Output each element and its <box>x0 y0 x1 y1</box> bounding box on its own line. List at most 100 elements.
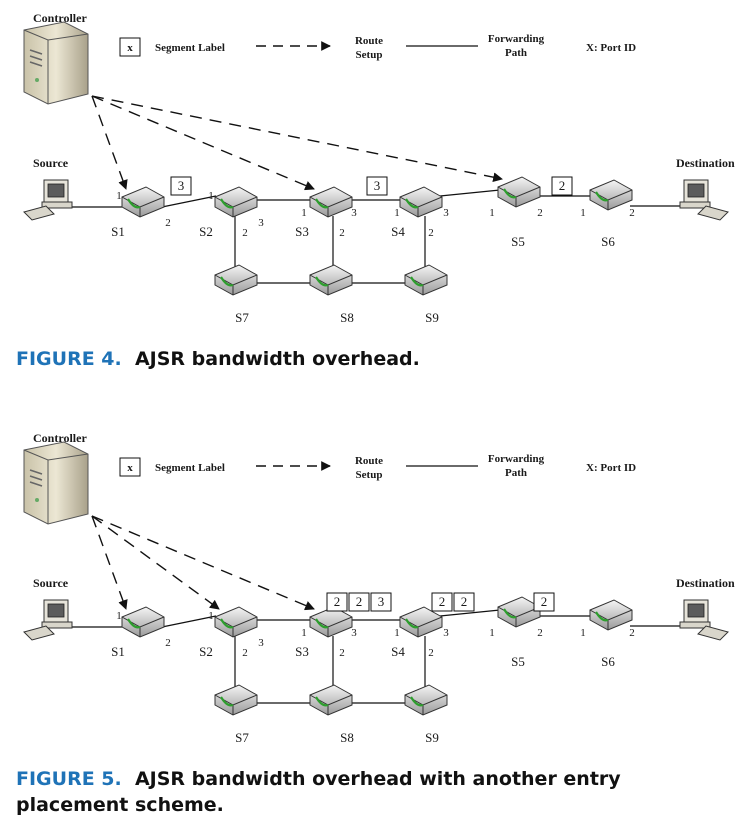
destination-computer-icon-screen <box>687 603 705 618</box>
segment-label-value: 2 <box>334 594 341 609</box>
links <box>70 609 680 704</box>
legend-forwarding-line1: Forwarding <box>488 33 545 45</box>
segment-label-box <box>170 176 192 196</box>
source-computer-icon-keyboard <box>23 625 55 641</box>
switch-s7-icon-led <box>220 276 234 287</box>
port-label: 1 <box>208 190 214 202</box>
switch-s2-icon-body <box>214 186 258 218</box>
switch-s9-icon-body <box>404 684 448 716</box>
route-setup-arrow-s3 <box>91 515 315 611</box>
port-label: 1 <box>394 627 400 639</box>
switch-label-s3: S3 <box>295 644 309 659</box>
legend-forwarding-line2: Path <box>505 467 527 479</box>
switch-label-s4: S4 <box>391 644 405 659</box>
switch-label-s6: S6 <box>601 234 615 249</box>
switch-s4-icon <box>399 186 443 218</box>
controller-server-icon <box>23 441 89 525</box>
port-label: 1 <box>489 627 495 639</box>
switch-s5-icon-led <box>503 188 517 199</box>
switch-label-s2: S2 <box>199 224 213 239</box>
legend-label-box <box>119 37 141 57</box>
link-s4-s5 <box>439 189 501 197</box>
port-label: 1 <box>301 207 307 219</box>
switch-s2-icon-led <box>220 618 234 629</box>
switch-label-s8: S8 <box>340 310 354 325</box>
switch-s5-icon-body <box>497 176 541 208</box>
segment-label-value: 2 <box>559 178 566 193</box>
port-label: 1 <box>301 627 307 639</box>
switch-label-s3: S3 <box>295 224 309 239</box>
switch-s6-icon <box>589 179 633 211</box>
switch-s7-icon-body <box>214 684 258 716</box>
figure-4-caption-number: FIGURE 4. <box>16 348 122 370</box>
segment-label-box <box>453 592 475 612</box>
source-computer-icon-case <box>41 621 73 629</box>
switch-label-s8: S8 <box>340 730 354 745</box>
source-computer-icon <box>23 179 73 221</box>
figure-5-caption-text: AJSR bandwidth overhead with another ent… <box>16 768 621 816</box>
port-label: 2 <box>339 227 345 239</box>
legend-port-id: X: Port ID <box>586 462 636 474</box>
port-label: 2 <box>242 647 248 659</box>
source-computer-icon-screen <box>47 183 65 198</box>
destination-computer-icon-screen <box>687 183 705 198</box>
switch-s6-icon-led <box>595 191 609 202</box>
switch-s1-icon <box>121 186 165 218</box>
switch-label-s9: S9 <box>425 310 439 325</box>
links <box>70 189 680 284</box>
switch-s2-icon-body <box>214 606 258 638</box>
controller-label: Controller <box>33 431 87 445</box>
destination-computer-icon-keyboard <box>697 625 729 641</box>
switch-s4-icon-led <box>405 618 419 629</box>
source-label: Source <box>33 576 69 590</box>
switch-s7-icon <box>214 684 258 716</box>
switch-s5-icon-body <box>497 596 541 628</box>
segment-label-box <box>533 592 555 612</box>
controller-server-icon-tower <box>23 441 89 525</box>
port-label: 1 <box>489 207 495 219</box>
switch-label-s9: S9 <box>425 730 439 745</box>
controller-server-icon-bay-1 <box>29 55 43 61</box>
switch-s7-icon <box>214 264 258 296</box>
switch-s3-icon <box>309 186 353 218</box>
switch-label-s7: S7 <box>235 730 249 745</box>
switch-s8-icon-led <box>315 276 329 287</box>
controller-server-icon-bay-2 <box>29 61 43 67</box>
destination-computer-icon-case <box>679 201 711 209</box>
legend-label-box <box>119 457 141 477</box>
switch-s7-icon-led <box>220 696 234 707</box>
route-setup-arrows <box>91 95 503 191</box>
destination-computer-icon <box>679 179 729 221</box>
segment-label-box <box>551 176 573 196</box>
segment-label-value: 3 <box>178 178 185 193</box>
legend-label-box-text: x <box>127 42 133 54</box>
link-s1-s2 <box>161 195 217 208</box>
port-label: 3 <box>258 637 264 649</box>
port-label: 1 <box>580 207 586 219</box>
switch-s8-icon-led <box>315 696 329 707</box>
controller-server-icon-bay-1 <box>29 475 43 481</box>
destination-computer-icon-keyboard <box>697 205 729 221</box>
switch-s7-icon-body <box>214 264 258 296</box>
controller-server-icon-tower <box>23 21 89 105</box>
route-setup-arrow-s1 <box>91 515 128 610</box>
controller-server-icon-power <box>35 78 39 82</box>
switch-s3-icon-led <box>315 198 329 209</box>
switch-s4-icon-led <box>405 198 419 209</box>
source-label: Source <box>33 156 69 170</box>
route-setup-arrow-s5 <box>91 95 503 183</box>
port-label: 2 <box>537 627 543 639</box>
controller-server-icon-bay-0 <box>29 469 43 475</box>
switch-s1-icon-body <box>121 186 165 218</box>
link-s4-s5 <box>439 609 501 617</box>
figure-4-caption: FIGURE 4. AJSR bandwidth overhead. <box>16 346 420 372</box>
switch-s5-icon-led <box>503 608 517 619</box>
switch-s5-icon <box>497 596 541 628</box>
switch-s4-icon-body <box>399 186 443 218</box>
